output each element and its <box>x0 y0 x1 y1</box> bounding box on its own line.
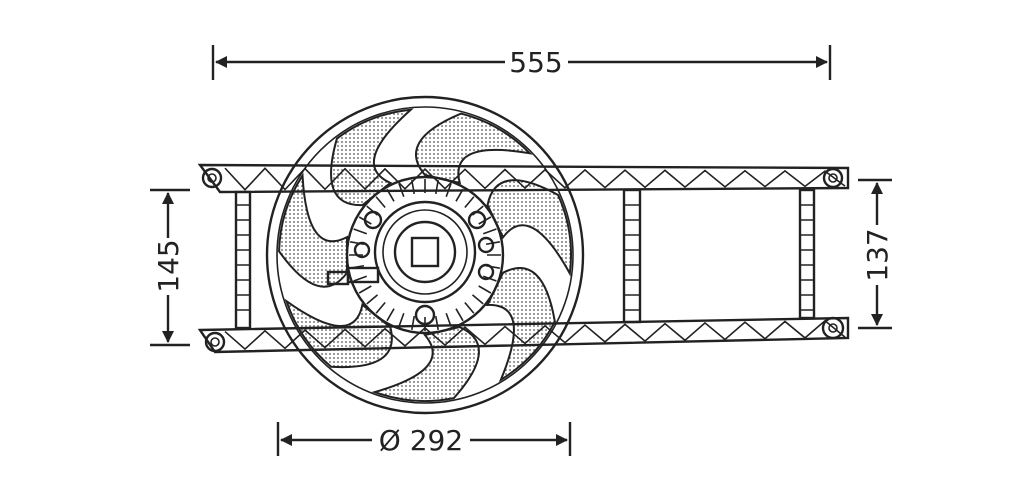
fan-shroud <box>265 95 585 415</box>
dimension-fan-diameter: Ø 292 <box>276 422 572 457</box>
dimension-label-555: 555 <box>509 46 562 79</box>
motor-housing <box>345 175 505 335</box>
frame-top-rail <box>197 163 850 194</box>
dimension-left-height: 145 <box>150 188 190 347</box>
dimension-label-145: 145 <box>152 239 185 292</box>
electrical-connector <box>326 266 380 286</box>
frame-center-post <box>622 188 642 324</box>
frame-right-post <box>798 188 816 320</box>
dimension-label-137: 137 <box>861 228 894 281</box>
fan-blade <box>486 179 572 277</box>
dimension-right-height: 137 <box>858 178 894 330</box>
dimension-overall-width: 555 <box>211 45 832 80</box>
fan-blade <box>278 172 349 288</box>
frame-left-post <box>234 190 252 330</box>
dimension-label-diameter: Ø 292 <box>379 424 463 457</box>
motor-mounting-bolts <box>353 210 495 326</box>
fan-blades <box>278 108 572 402</box>
